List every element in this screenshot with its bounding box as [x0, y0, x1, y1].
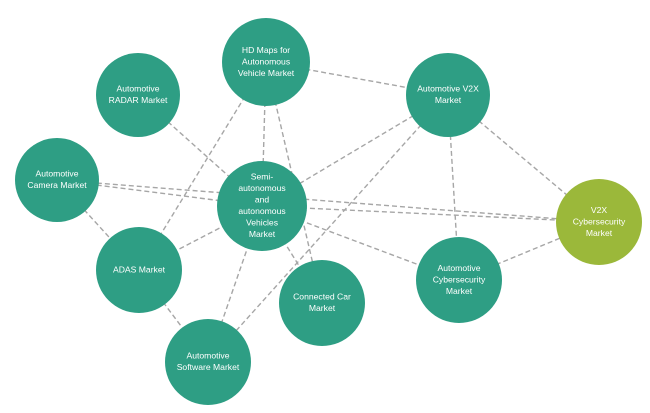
node-label-autocyber-line-2: Market [446, 286, 473, 296]
node-label-v2x-line-0: Automotive V2X [417, 84, 479, 94]
node-circle-hdmaps [222, 18, 310, 106]
node-circle-autocyber [416, 237, 502, 323]
node-label-connected-line-0: Connected Car [293, 292, 351, 302]
node-label-camera-line-0: Automotive [36, 169, 79, 179]
node-label-v2xcyber-line-0: V2X [591, 205, 608, 215]
node-circle-connected [279, 260, 365, 346]
node-label-radar-line-0: Automotive [117, 84, 160, 94]
edge-semi-v2xcyber [261, 205, 600, 223]
node-label-hdmaps-line-0: HD Maps for [242, 45, 290, 55]
node-adas: ADAS Market [96, 227, 182, 313]
node-label-hdmaps-line-1: Autonomous [242, 56, 290, 66]
node-circle-semi [217, 161, 307, 251]
node-label-semi-line-0: Semi- [251, 172, 274, 182]
node-circle-radar [96, 53, 180, 137]
node-label-semi-line-5: Market [249, 229, 276, 239]
node-label-camera-line-1: Camera Market [27, 180, 87, 190]
node-circle-adas [96, 227, 182, 313]
node-label-connected-line-1: Market [309, 303, 336, 313]
node-label-v2xcyber-line-1: Cybersecurity [573, 216, 626, 226]
node-label-autocyber-line-0: Automotive [438, 263, 481, 273]
node-circle-v2xcyber [556, 179, 642, 265]
node-circle-software [165, 319, 251, 405]
node-label-semi-line-3: autonomous [238, 206, 285, 216]
node-label-adas-line-0: ADAS Market [113, 264, 166, 274]
edge-camera-v2xcyber [56, 179, 600, 223]
node-circle-v2x [406, 53, 490, 137]
node-label-semi-line-2: and [255, 195, 270, 205]
node-semi: Semi-autonomousandautonomousVehiclesMark… [217, 161, 307, 251]
node-label-hdmaps-line-2: Vehicle Market [238, 68, 295, 78]
node-label-software-line-0: Automotive [187, 351, 230, 361]
node-label-semi-line-4: Vehicles [246, 218, 278, 228]
node-label-v2x-line-1: Market [435, 95, 462, 105]
node-label-software-line-1: Software Market [177, 362, 240, 372]
node-label-semi-line-1: autonomous [238, 183, 285, 193]
node-circle-camera [15, 138, 99, 222]
edge-v2x-software [207, 94, 449, 363]
node-label-radar-line-1: RADAR Market [109, 95, 168, 105]
node-label-autocyber-line-1: Cybersecurity [433, 274, 486, 284]
node-label-v2xcyber-line-2: Market [586, 228, 613, 238]
